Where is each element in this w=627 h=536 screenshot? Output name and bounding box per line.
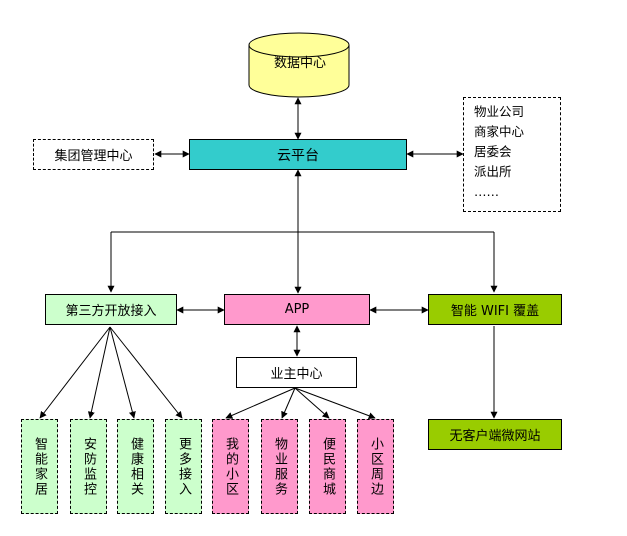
smart-home-label: 智能家居	[32, 436, 47, 497]
partner-item: 商家中心	[474, 124, 525, 139]
data-center-cylinder	[248, 32, 350, 98]
convenience-mall-label: 便民商城	[320, 436, 335, 497]
more-access-node: 更多接入	[165, 419, 202, 514]
app-node: APP	[224, 294, 370, 325]
smart-wifi-node: 智能 WIFI 覆盖	[428, 294, 562, 325]
partner-item: 派出所	[474, 164, 512, 179]
partner-item: 居委会	[474, 144, 512, 159]
convenience-mall-node: 便民商城	[309, 419, 346, 514]
cloud-platform-node: 云平台	[189, 139, 407, 170]
property-service-node: 物业服务	[261, 419, 298, 514]
data-center-label: 数据中心	[273, 56, 326, 71]
partners-list: 物业公司 商家中心 居委会 派出所 ……	[463, 97, 561, 212]
nearby-label: 小区周边	[368, 436, 383, 497]
my-community-node: 我的小区	[212, 419, 249, 514]
security-node: 安防监控	[70, 419, 107, 514]
partner-item: 物业公司	[474, 104, 525, 119]
partner-item: ……	[474, 184, 499, 199]
my-community-label: 我的小区	[223, 436, 238, 497]
smart-home-node: 智能家居	[21, 419, 58, 514]
property-service-label: 物业服务	[272, 436, 287, 497]
more-access-label: 更多接入	[176, 436, 191, 497]
health-label: 健康相关	[128, 436, 143, 497]
nearby-node: 小区周边	[357, 419, 394, 514]
owner-center-node: 业主中心	[236, 357, 357, 388]
group-management-node: 集团管理中心	[33, 139, 154, 170]
security-label: 安防监控	[81, 436, 96, 497]
health-node: 健康相关	[117, 419, 154, 514]
third-party-node: 第三方开放接入	[45, 294, 177, 325]
client-site-node: 无客户端微网站	[428, 419, 562, 450]
